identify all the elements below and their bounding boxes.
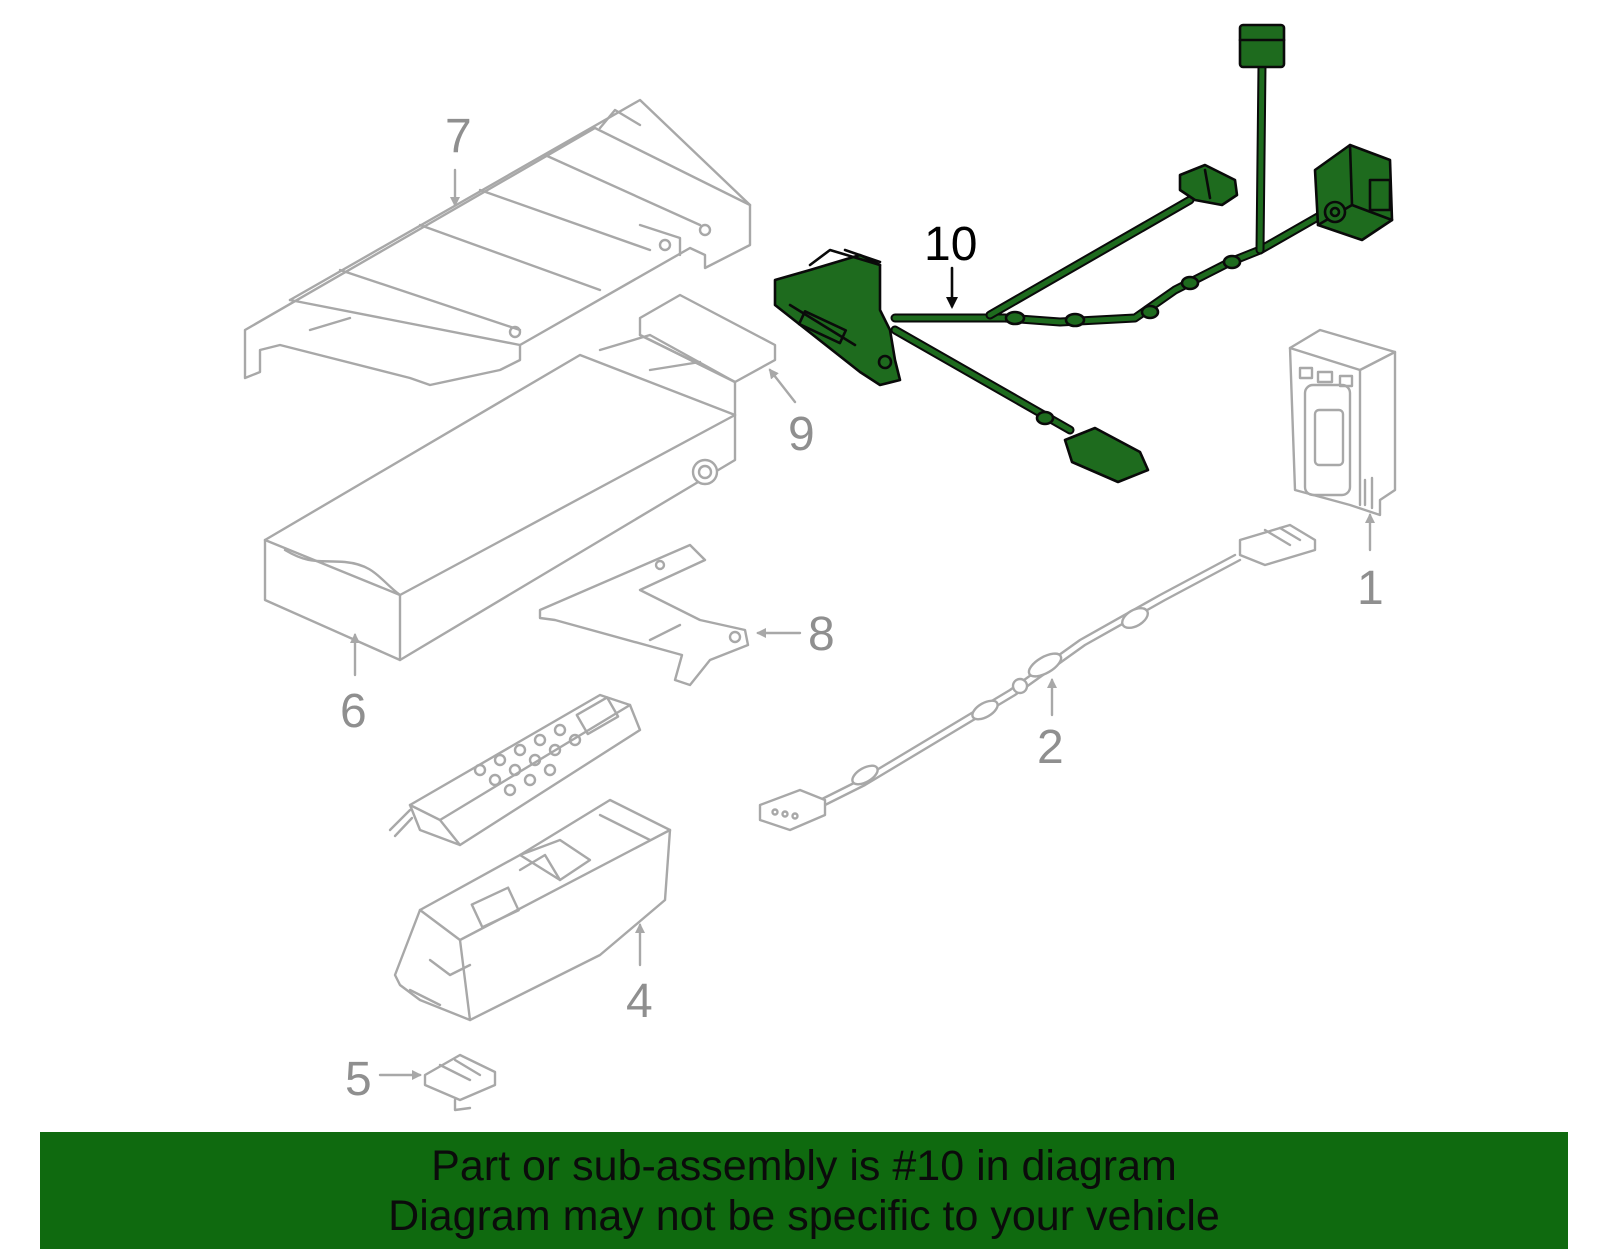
callout-arrows xyxy=(350,168,1375,1080)
part-4-cradle[interactable] xyxy=(393,798,672,1022)
handset[interactable] xyxy=(388,693,642,847)
callout-label-9: 9 xyxy=(788,408,815,461)
callout-label-2: 2 xyxy=(1037,721,1064,774)
harness-top-plug xyxy=(1238,23,1286,69)
part-2-antenna-cable[interactable] xyxy=(758,523,1317,832)
banner-line-2: Diagram may not be specific to your vehi… xyxy=(388,1191,1220,1240)
callout-label-10: 10 xyxy=(924,218,977,271)
harness-relay-connector xyxy=(1313,143,1394,242)
callout-label-6: 6 xyxy=(340,685,367,738)
harness-flat-plug xyxy=(1063,426,1150,484)
part-6-module-box[interactable] xyxy=(263,333,737,662)
callout-label-1: 1 xyxy=(1357,562,1384,615)
callout-label-4: 4 xyxy=(626,975,653,1028)
banner-line-1: Part or sub-assembly is #10 in diagram xyxy=(431,1141,1177,1190)
parts-diagram: 7 10 9 1 8 6 2 4 5 xyxy=(243,23,1397,1112)
part-10-wiring-harness[interactable] xyxy=(773,23,1394,484)
part-7-mounting-bracket[interactable] xyxy=(243,98,752,387)
harness-main-connector xyxy=(773,248,902,387)
part-1-control-unit[interactable] xyxy=(1288,328,1397,517)
harness-upper-plug xyxy=(1178,163,1239,207)
harness-splice-sleeves xyxy=(1004,254,1242,426)
callout-label-8: 8 xyxy=(808,608,835,661)
part-5-clip[interactable] xyxy=(423,1053,497,1112)
part-8-bracket[interactable] xyxy=(538,543,750,687)
callout-label-5: 5 xyxy=(345,1053,372,1106)
callout-label-7: 7 xyxy=(445,110,472,163)
part-info-banner: Part or sub-assembly is #10 in diagram D… xyxy=(40,1132,1568,1249)
